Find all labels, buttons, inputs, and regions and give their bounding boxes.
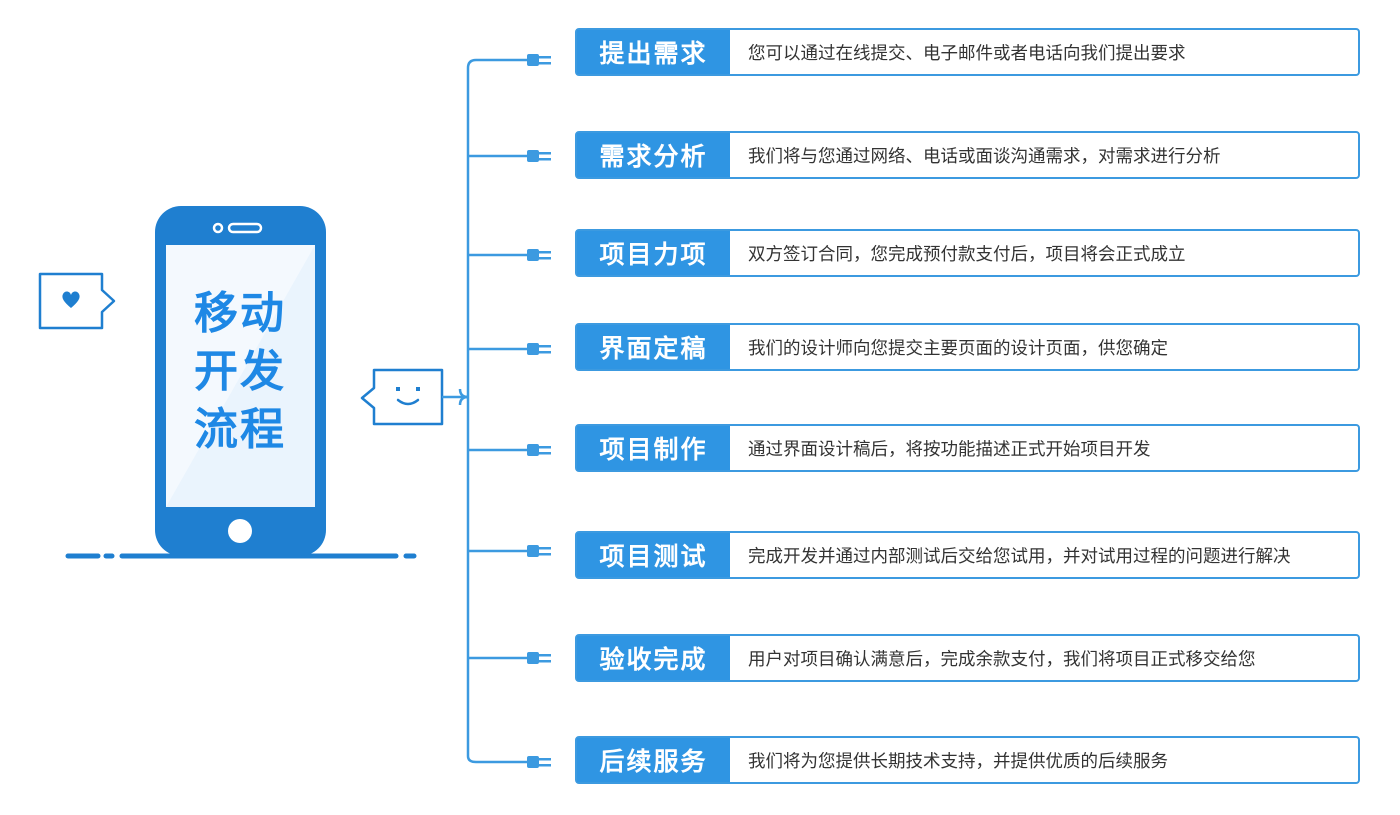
step-5: 项目制作 通过界面设计稿后，将按功能描述正式开始项目开发 <box>575 424 1360 472</box>
connector-tree <box>442 58 530 764</box>
step-3: 项目力项 双方签订合同，您完成预付款支付后，项目将会正式成立 <box>575 229 1360 277</box>
step-title: 界面定稿 <box>577 325 730 369</box>
step-4: 界面定稿 我们的设计师向您提交主要页面的设计页面，供您确定 <box>575 323 1360 371</box>
phone-title-line-2: 开发 <box>194 346 286 397</box>
step-title: 项目制作 <box>577 426 730 470</box>
step-description: 我们将为您提供长期技术支持，并提供优质的后续服务 <box>748 751 1168 772</box>
plug-icon <box>527 444 551 456</box>
plug-icon <box>527 150 551 162</box>
step-description: 完成开发并通过内部测试后交给您试用，并对试用过程的问题进行解决 <box>748 546 1291 567</box>
plug-icon <box>527 54 551 66</box>
step-6: 项目测试 完成开发并通过内部测试后交给您试用，并对试用过程的问题进行解决 <box>575 531 1360 579</box>
heart-icon <box>62 291 80 308</box>
step-7: 验收完成 用户对项目确认满意后，完成余款支付，我们将项目正式移交给您 <box>575 634 1360 682</box>
step-description: 通过界面设计稿后，将按功能描述正式开始项目开发 <box>748 439 1151 460</box>
plug-icon <box>527 343 551 355</box>
step-description: 双方签订合同，您完成预付款支付后，项目将会正式成立 <box>748 244 1186 265</box>
plug-icon <box>527 756 551 768</box>
step-8: 后续服务 我们将为您提供长期技术支持，并提供优质的后续服务 <box>575 736 1360 784</box>
plug-icon <box>527 249 551 261</box>
step-title: 项目力项 <box>577 231 730 275</box>
plug-icons <box>527 54 551 768</box>
step-1: 提出需求 您可以通过在线提交、电子邮件或者电话向我们提出要求 <box>575 28 1360 76</box>
step-title: 后续服务 <box>577 738 730 782</box>
step-description: 我们的设计师向您提交主要页面的设计页面，供您确定 <box>748 338 1168 359</box>
step-title: 提出需求 <box>577 30 730 74</box>
phone-title: 移动 开发 流程 <box>170 285 310 459</box>
step-description: 用户对项目确认满意后，完成余款支付，我们将项目正式移交给您 <box>748 649 1256 670</box>
plug-icon <box>527 545 551 557</box>
phone-title-line-1: 移动 <box>194 288 286 339</box>
step-description: 我们将与您通过网络、电话或面谈沟通需求，对需求进行分析 <box>748 146 1221 167</box>
plug-icon <box>527 652 551 664</box>
phone-illustration <box>155 206 326 556</box>
step-title: 项目测试 <box>577 533 730 577</box>
smile-icon <box>396 387 420 406</box>
step-description: 您可以通过在线提交、电子邮件或者电话向我们提出要求 <box>748 43 1186 64</box>
heart-bubble-icon <box>38 272 116 330</box>
step-title: 验收完成 <box>577 636 730 680</box>
smile-bubble-icon <box>360 368 444 426</box>
step-title: 需求分析 <box>577 133 730 177</box>
step-2: 需求分析 我们将与您通过网络、电话或面谈沟通需求，对需求进行分析 <box>575 131 1360 179</box>
phone-title-line-3: 流程 <box>194 404 286 455</box>
